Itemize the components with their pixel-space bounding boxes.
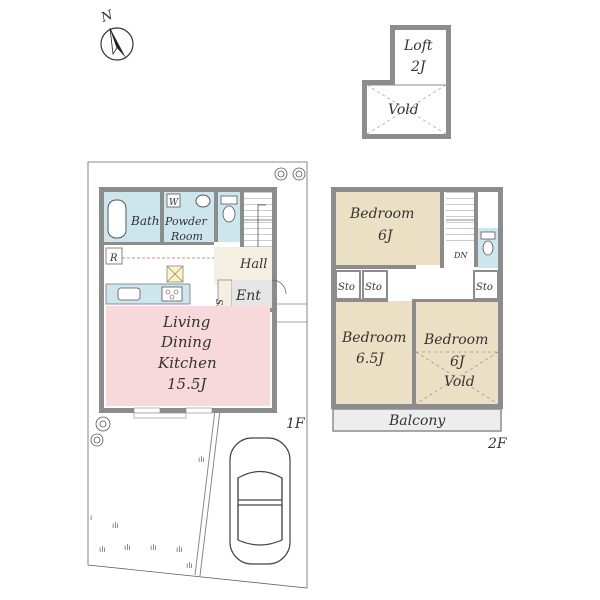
shrub-icon bbox=[90, 167, 306, 447]
bedroom-3-void: Vold bbox=[444, 374, 475, 390]
fridge-label: R bbox=[109, 253, 118, 264]
bedroom-2-name: Bedroom bbox=[341, 330, 406, 346]
svg-text:ılı: ılı bbox=[150, 543, 157, 552]
stairs-2f bbox=[446, 192, 474, 244]
svg-text:ı: ı bbox=[90, 513, 92, 522]
powder-label-1: Powder bbox=[164, 215, 208, 228]
stairs-down-label: DN bbox=[453, 251, 468, 260]
bedroom-2 bbox=[336, 301, 412, 404]
ldk-label-3: Kitchen bbox=[157, 354, 217, 372]
north-arrow-icon bbox=[110, 28, 126, 58]
svg-text:ılı: ılı bbox=[112, 521, 119, 530]
car-icon bbox=[229, 437, 291, 565]
floor1-label: 1F bbox=[286, 416, 306, 432]
loft-plan: Loft 2J Vold bbox=[362, 25, 451, 139]
hall-label: Hall bbox=[239, 257, 267, 272]
loft-name: Loft bbox=[403, 38, 433, 54]
bedroom-3-name: Bedroom bbox=[423, 332, 488, 348]
svg-text:ılı: ılı bbox=[186, 561, 193, 570]
floor1-plan: Bath W Powder Room UP Hall SB Ent bbox=[99, 187, 306, 432]
entrance-label: Ent bbox=[235, 288, 261, 304]
svg-text:ılı: ılı bbox=[198, 455, 205, 464]
bedroom-3-size: 6J bbox=[450, 354, 466, 370]
ldk-size: 15.5J bbox=[167, 375, 207, 393]
ldk-room bbox=[106, 306, 270, 406]
washer-label: W bbox=[169, 198, 179, 208]
floor2-label: 2F bbox=[487, 436, 508, 452]
storage-1-label: Sto bbox=[338, 282, 355, 293]
loft-size: 2J bbox=[410, 59, 427, 75]
fridge bbox=[105, 247, 123, 265]
shoe-box-label: SB bbox=[213, 299, 223, 312]
sink-icon bbox=[195, 194, 211, 208]
ldk-label-1: Living bbox=[162, 313, 210, 331]
powder-label-2: Room bbox=[170, 230, 203, 243]
loft-void: Vold bbox=[388, 102, 419, 118]
svg-text:ılı: ılı bbox=[124, 543, 131, 552]
bedroom-1-name: Bedroom bbox=[349, 206, 414, 222]
kitchen-sink-icon bbox=[117, 287, 141, 301]
toilet-icon bbox=[220, 195, 238, 205]
floor2-plan: Bedroom 6J DN Sto Sto Sto Bedroom 6.5J B… bbox=[331, 187, 508, 452]
north-arrow-tail bbox=[109, 27, 118, 56]
svg-text:ılı: ılı bbox=[99, 545, 106, 554]
bedroom-3 bbox=[416, 301, 498, 404]
hall-area bbox=[214, 247, 272, 285]
balcony bbox=[332, 408, 502, 432]
bedroom-2-size: 6.5J bbox=[356, 351, 385, 367]
ldk-label-2: Dining bbox=[160, 333, 212, 351]
bath-label: Bath bbox=[130, 214, 160, 228]
storage-2 bbox=[362, 270, 388, 300]
north-letter: N bbox=[98, 8, 115, 27]
compass: N bbox=[98, 8, 134, 61]
washer-icon bbox=[166, 193, 181, 208]
storage-3-label: Sto bbox=[476, 282, 493, 293]
entrance-door[interactable] bbox=[271, 279, 287, 295]
bathtub-icon bbox=[107, 199, 127, 239]
storage-2-label: Sto bbox=[365, 282, 382, 293]
bedroom-1-size: 6J bbox=[378, 228, 394, 244]
storage-3 bbox=[473, 270, 499, 300]
bedroom-1 bbox=[336, 192, 440, 265]
svg-text:ılı: ılı bbox=[176, 545, 183, 554]
balcony-label: Balcony bbox=[388, 413, 446, 429]
